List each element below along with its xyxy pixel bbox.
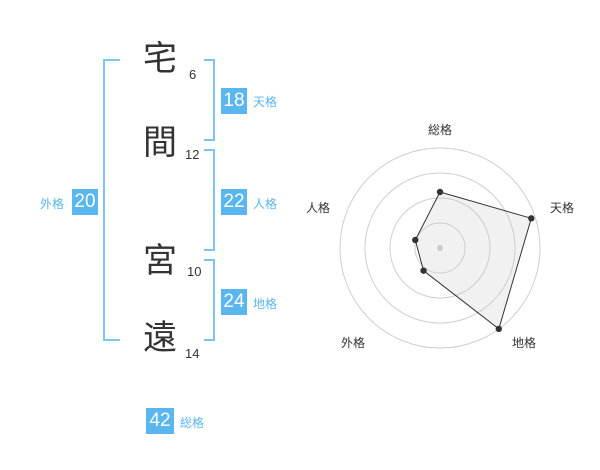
soukaku-label: 総格 (180, 416, 205, 430)
jinkaku-label: 人格 (253, 197, 278, 211)
radar-point-3 (420, 267, 427, 274)
tenkaku-label: 天格 (253, 95, 278, 109)
chikaku-bracket (204, 259, 215, 341)
radar-axis-label-jinkaku: 人格 (306, 201, 331, 215)
stroke-count-3: 10 (187, 264, 202, 279)
tenkaku-bracket (204, 59, 215, 141)
stroke-count-2: 12 (185, 147, 200, 162)
name-char-1: 宅 (143, 39, 177, 79)
radar-center (437, 245, 443, 251)
gaikaku-bracket (103, 59, 120, 341)
chikaku-label: 地格 (253, 297, 278, 311)
name-char-3: 宮 (143, 241, 177, 281)
soukaku-value: 42 (146, 408, 174, 434)
stroke-count-1: 6 (189, 67, 197, 82)
jinkaku-value: 22 (221, 189, 247, 215)
radar-polygon (414, 191, 532, 330)
name-char-4: 遠 (143, 318, 177, 358)
tenkaku-value: 18 (221, 88, 247, 114)
radar-point-1 (528, 215, 535, 222)
jinkaku-bracket (204, 149, 215, 251)
stroke-count-4: 14 (185, 346, 200, 361)
radar-point-2 (495, 325, 502, 333)
radar-axis-label-chikaku: 地格 (512, 336, 537, 350)
name-char-2: 間 (143, 123, 177, 163)
chikaku-value: 24 (221, 289, 247, 315)
gaikaku-label: 外格 (40, 197, 65, 211)
radar-point-4 (412, 236, 419, 244)
radar-point-0 (436, 188, 444, 196)
radar-axis-label-tenkaku: 天格 (550, 201, 575, 215)
radar-axis-label-soukaku: 総格 (428, 123, 453, 137)
gaikaku-value: 20 (72, 189, 98, 215)
radar-axis-label-gaikaku: 外格 (341, 336, 366, 350)
